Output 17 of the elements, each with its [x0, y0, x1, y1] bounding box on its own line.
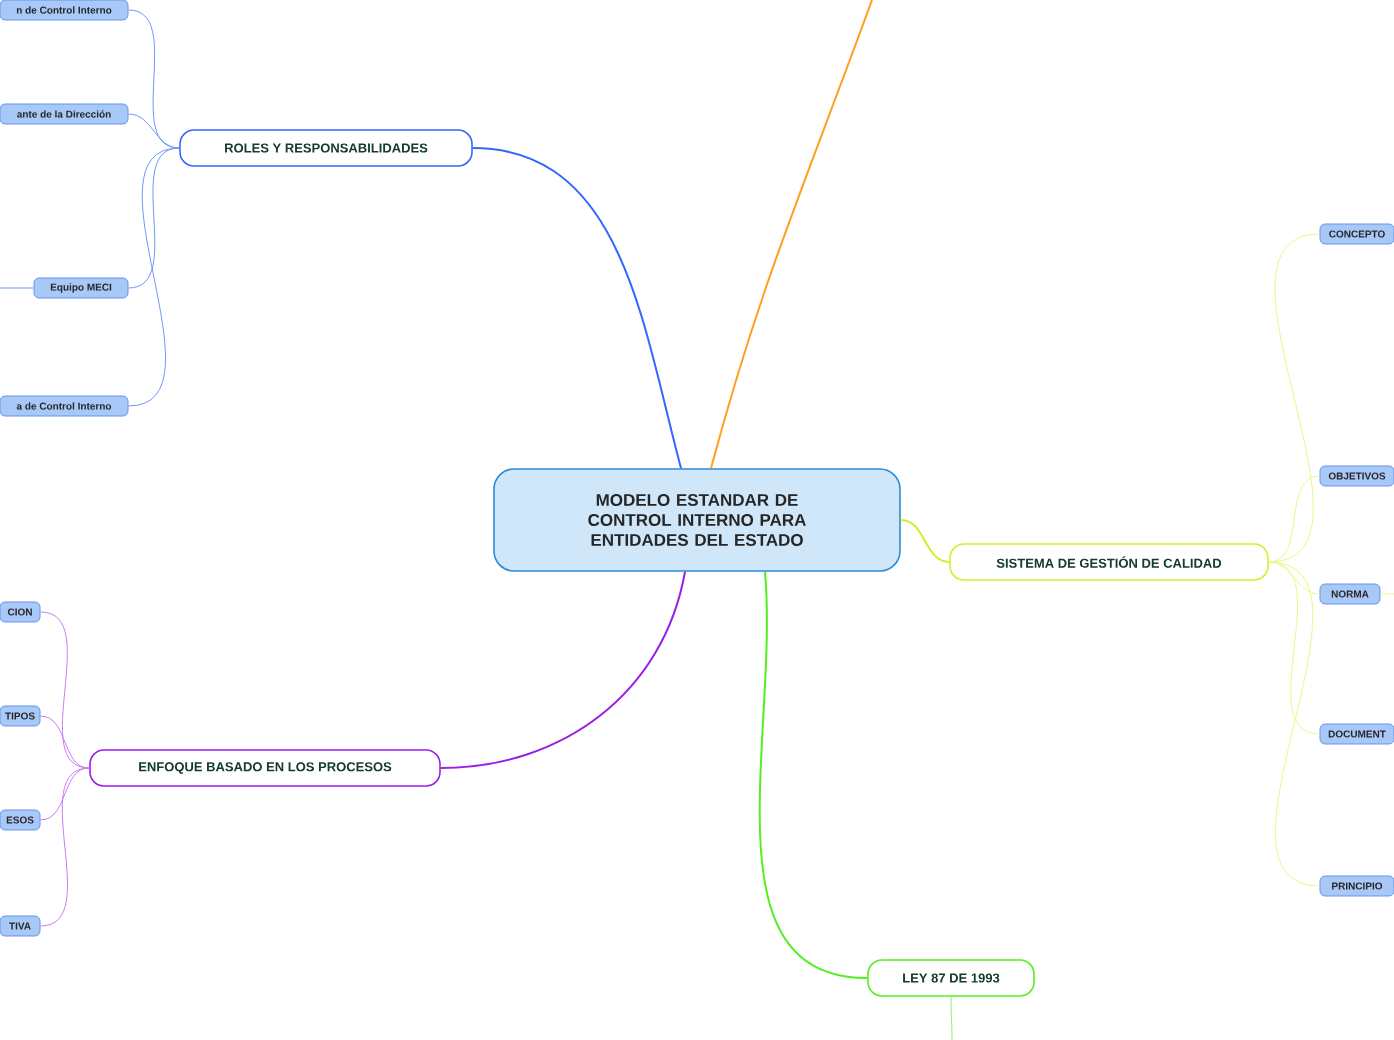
- connector-line: [40, 767, 90, 927]
- connector-line: [899, 519, 951, 563]
- connector-line: [1268, 561, 1320, 887]
- connector-line: [710, 0, 873, 470]
- connector-line: [1380, 593, 1394, 595]
- connector-line: [40, 715, 90, 769]
- connector-line: [439, 570, 686, 769]
- connector-line: [128, 113, 180, 149]
- connector-line: [758, 570, 869, 979]
- connector-line: [1268, 233, 1320, 563]
- connector-line: [471, 147, 682, 470]
- central-topic-box: MODELO ESTANDAR DE CONTROL INTERNO PARA ENTIDADES DEL ESTADO: [493, 468, 901, 572]
- connector-line: [0, 287, 34, 289]
- connector-line: [40, 767, 90, 821]
- connector-line: [950, 996, 953, 1040]
- connector-line: [128, 147, 180, 407]
- connector-line: [1268, 475, 1320, 563]
